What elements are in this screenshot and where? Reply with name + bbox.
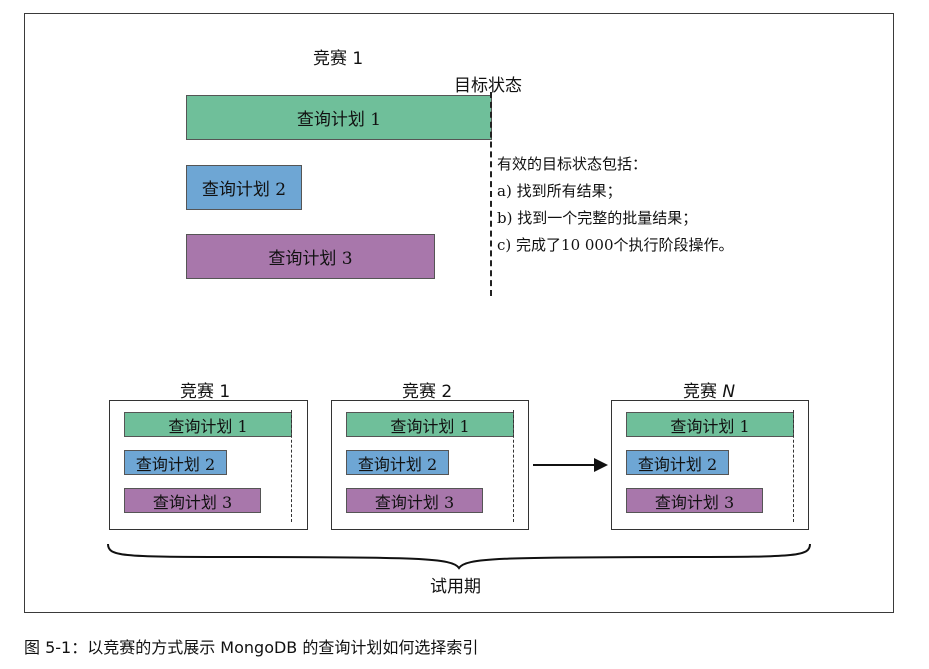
race-n-plan-1: 查询计划 1 (626, 412, 794, 437)
race-title: 竞赛 1 (313, 49, 364, 69)
right-arrow-icon (533, 458, 608, 472)
race-1-plan-3: 查询计划 3 (124, 488, 261, 513)
race-2-title: 竞赛 2 (402, 382, 453, 402)
race-2-goal-line (513, 410, 514, 522)
curly-brace-icon (107, 543, 811, 570)
target-state-label: 目标状态 (454, 76, 522, 96)
note-line: c) 完成了10 000个执行阶段操作。 (497, 236, 734, 254)
top-plan-2-label: 查询计划 2 (201, 180, 287, 200)
top-plan-2-bar: 查询计划 2 (186, 165, 302, 210)
note-line: 有效的目标状态包括： (497, 155, 648, 173)
race-2-plan-2: 查询计划 2 (346, 450, 449, 475)
race-1-plan-1: 查询计划 1 (124, 412, 292, 437)
figure-frame (24, 13, 894, 613)
goal-state-notes: 有效的目标状态包括： a) 找到所有结果； b) 找到一个完整的批量结果； c)… (497, 151, 734, 259)
goal-state-dashed-line (490, 92, 492, 296)
note-line: a) 找到所有结果； (497, 182, 622, 200)
top-plan-3-label: 查询计划 3 (268, 249, 353, 269)
race-n-title: 竞赛 N (683, 382, 736, 402)
race-n-plan-3: 查询计划 3 (626, 488, 763, 513)
top-plan-1-label: 查询计划 1 (296, 110, 382, 130)
trial-period-label: 试用期 (430, 577, 481, 597)
race-2-plan-1: 查询计划 1 (346, 412, 514, 437)
race-1-goal-line (291, 410, 292, 522)
race-1-plan-2: 查询计划 2 (124, 450, 227, 475)
race-2-plan-3: 查询计划 3 (346, 488, 483, 513)
figure-caption: 图 5-1：以竞赛的方式展示 MongoDB 的查询计划如何选择索引 (24, 638, 479, 657)
top-plan-1-bar: 查询计划 1 (186, 95, 492, 140)
note-line: b) 找到一个完整的批量结果； (497, 209, 698, 227)
race-n-goal-line (793, 410, 794, 522)
top-plan-3-bar: 查询计划 3 (186, 234, 435, 279)
race-n-plan-2: 查询计划 2 (626, 450, 729, 475)
race-1-title: 竞赛 1 (180, 382, 231, 402)
